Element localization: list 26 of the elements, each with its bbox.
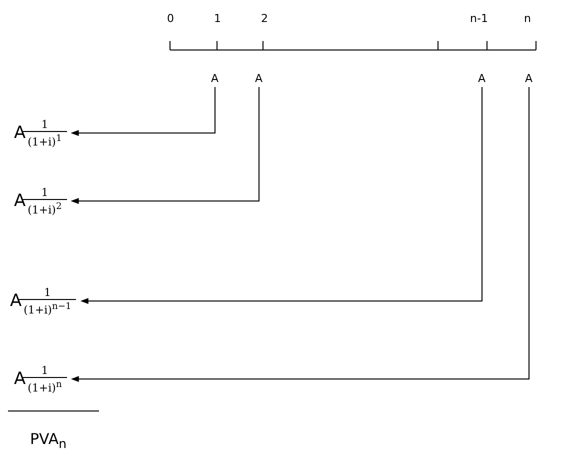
- present-value-formula: [14, 186, 64, 217]
- amount-label: A: [255, 72, 263, 85]
- numerator: 1: [22, 364, 67, 378]
- period-number: 0: [167, 12, 174, 25]
- arrow: [80, 86, 482, 304]
- denominator: (1+i)$^{n−1}$: [22, 300, 72, 317]
- denominator: (1+i)$^{2}$: [26, 200, 63, 217]
- numerator: 1: [22, 118, 67, 132]
- period-number: n-1: [470, 12, 488, 25]
- present-value-total: PVA$_{n}$: [30, 430, 67, 451]
- denominator: (1+i)$^{n}$: [26, 378, 63, 395]
- denominator: (1+i)$^{1}$: [26, 132, 63, 149]
- period-number: 2: [261, 12, 268, 25]
- numerator: 1: [22, 186, 67, 200]
- numerator: 1: [18, 286, 76, 300]
- amount-label: A: [478, 72, 486, 85]
- present-value-formula: [14, 364, 64, 395]
- period-number: 1: [214, 12, 221, 25]
- arrow: [70, 86, 530, 382]
- arrow: [70, 86, 216, 136]
- arrow: [70, 86, 260, 204]
- present-value-formula: [10, 286, 74, 317]
- amount-label: A: [525, 72, 533, 85]
- period-number: n: [524, 12, 531, 25]
- present-value-formula: [14, 118, 64, 149]
- amount-label: A: [211, 72, 219, 85]
